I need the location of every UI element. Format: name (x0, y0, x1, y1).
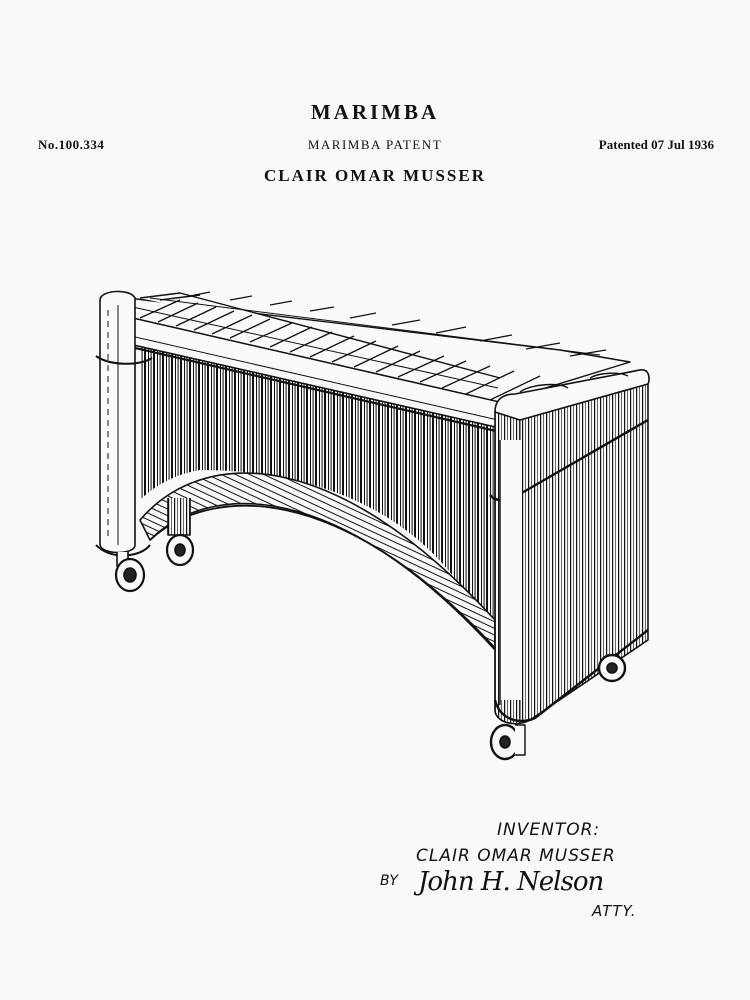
inventor-heading: CLAIR OMAR MUSSER (264, 166, 486, 185)
inventor-name: CLAIR OMAR MUSSER (416, 846, 616, 866)
attorney-signature: John H. Nelson (418, 867, 604, 897)
inventor-label: INVENTOR: (497, 820, 601, 840)
attorney-label: ATTY. (592, 902, 637, 920)
patent-date: Patented 07 Jul 1936 (598, 137, 714, 152)
by-label: BY (380, 873, 398, 889)
signature-block: INVENTOR: CLAIR OMAR MUSSER BY John H. N… (370, 815, 670, 935)
patent-number: No.100.334 (38, 137, 105, 152)
patent-subtitle: MARIMBA PATENT (307, 137, 443, 152)
page-title: MARIMBA (310, 100, 440, 124)
